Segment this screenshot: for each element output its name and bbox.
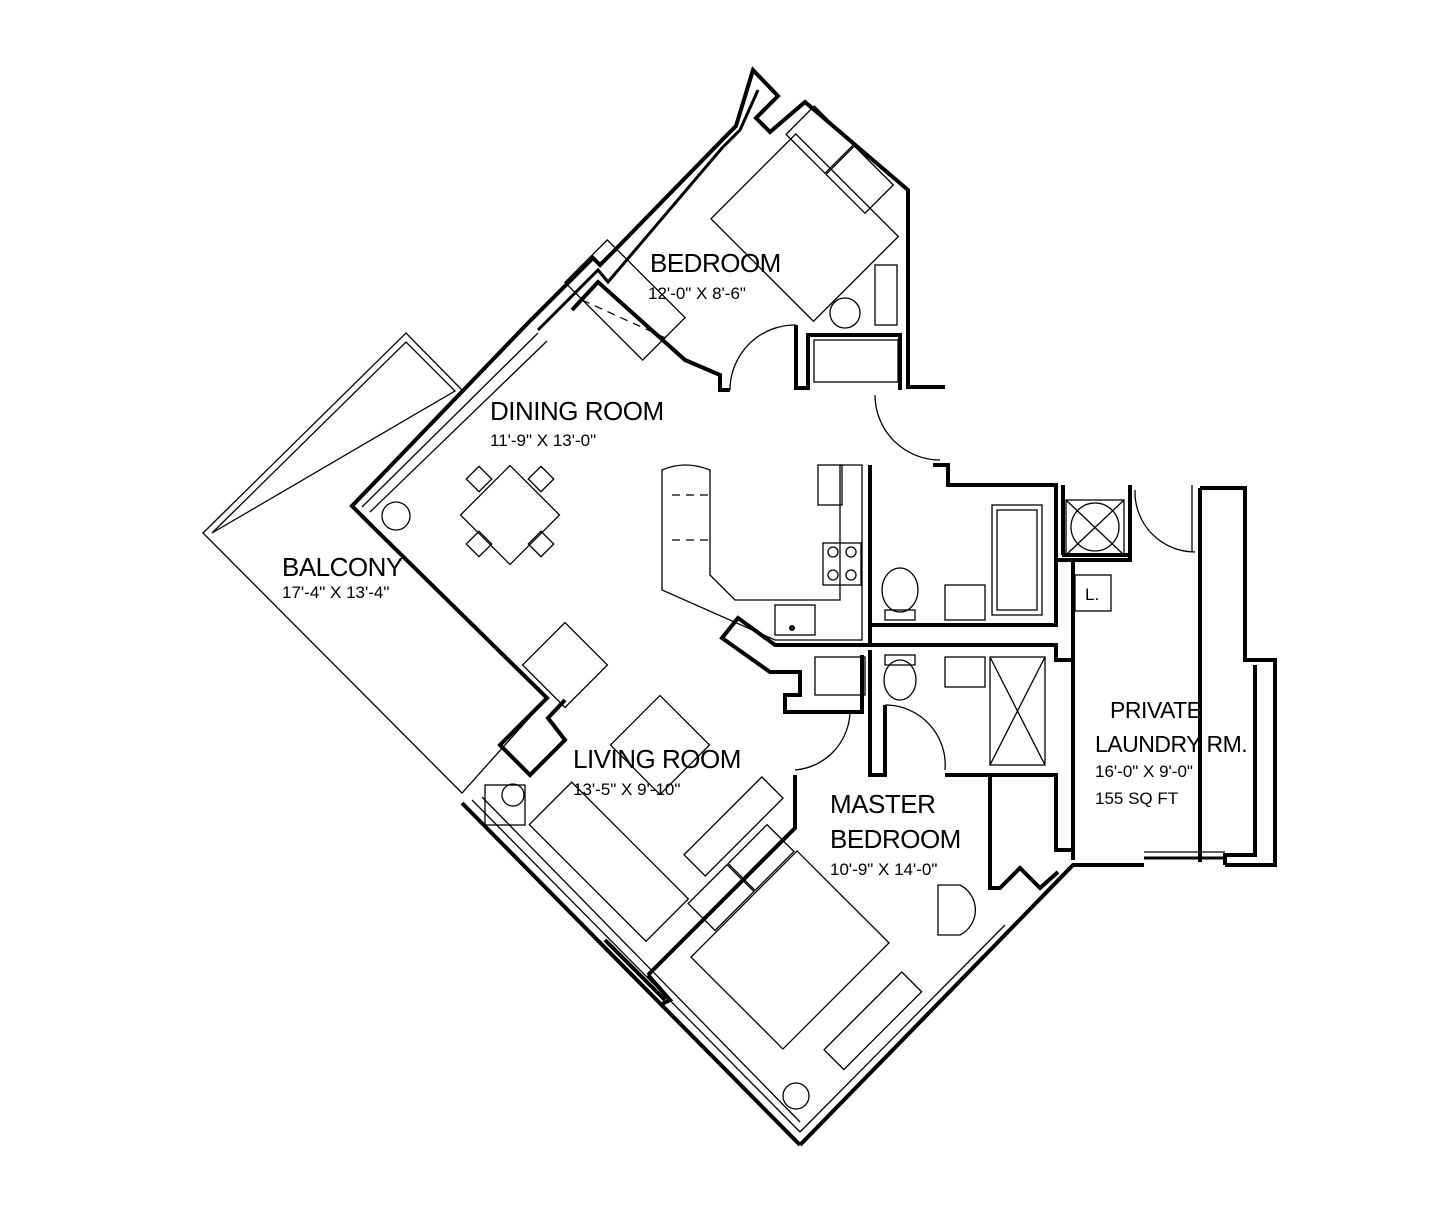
living-room-name: LIVING ROOM (573, 744, 741, 774)
linen-closet-label: L. (1085, 585, 1099, 604)
master-bedroom-name-line1: MASTER (830, 789, 935, 819)
bedroom-name: BEDROOM (650, 248, 781, 278)
exterior-walls (349, 66, 1277, 1147)
laundry-name-line2: LAUNDRY RM. (1095, 731, 1247, 757)
laundry-name-line1: PRIVATE (1110, 697, 1202, 723)
door-swings (729, 324, 1196, 771)
dining-room-name: DINING ROOM (490, 396, 664, 426)
laundry-area: 155 SQ FT (1095, 789, 1178, 808)
living-room-dims: 13'-5" X 9'-10" (573, 780, 680, 799)
living-furniture-icon (484, 621, 784, 943)
bedroom-bed-icon (710, 105, 900, 329)
balcony-name: BALCONY (282, 552, 403, 582)
balcony-dims: 17'-4" X 13'-4" (282, 583, 389, 602)
bath2-fixtures-icon (814, 654, 1046, 766)
interior-walls (563, 238, 1202, 1007)
laundry-fixtures-icon (1065, 499, 1125, 612)
master-bedroom-dims: 10'-9" X 14'-0" (830, 860, 937, 879)
master-bedroom-name-line2: BEDROOM (830, 824, 961, 854)
bath1-fixtures-icon (881, 504, 1043, 621)
master-bed-icon (687, 823, 976, 1110)
laundry-dims: 16'-0" X 9'-0" (1095, 762, 1193, 781)
dining-room-dims: 11'-9" X 13'-0" (490, 431, 596, 450)
kitchen-counter-icon (661, 464, 863, 641)
dining-table-icon (381, 464, 561, 566)
bedroom-dims: 12'-0" X 8'-6" (648, 284, 746, 303)
